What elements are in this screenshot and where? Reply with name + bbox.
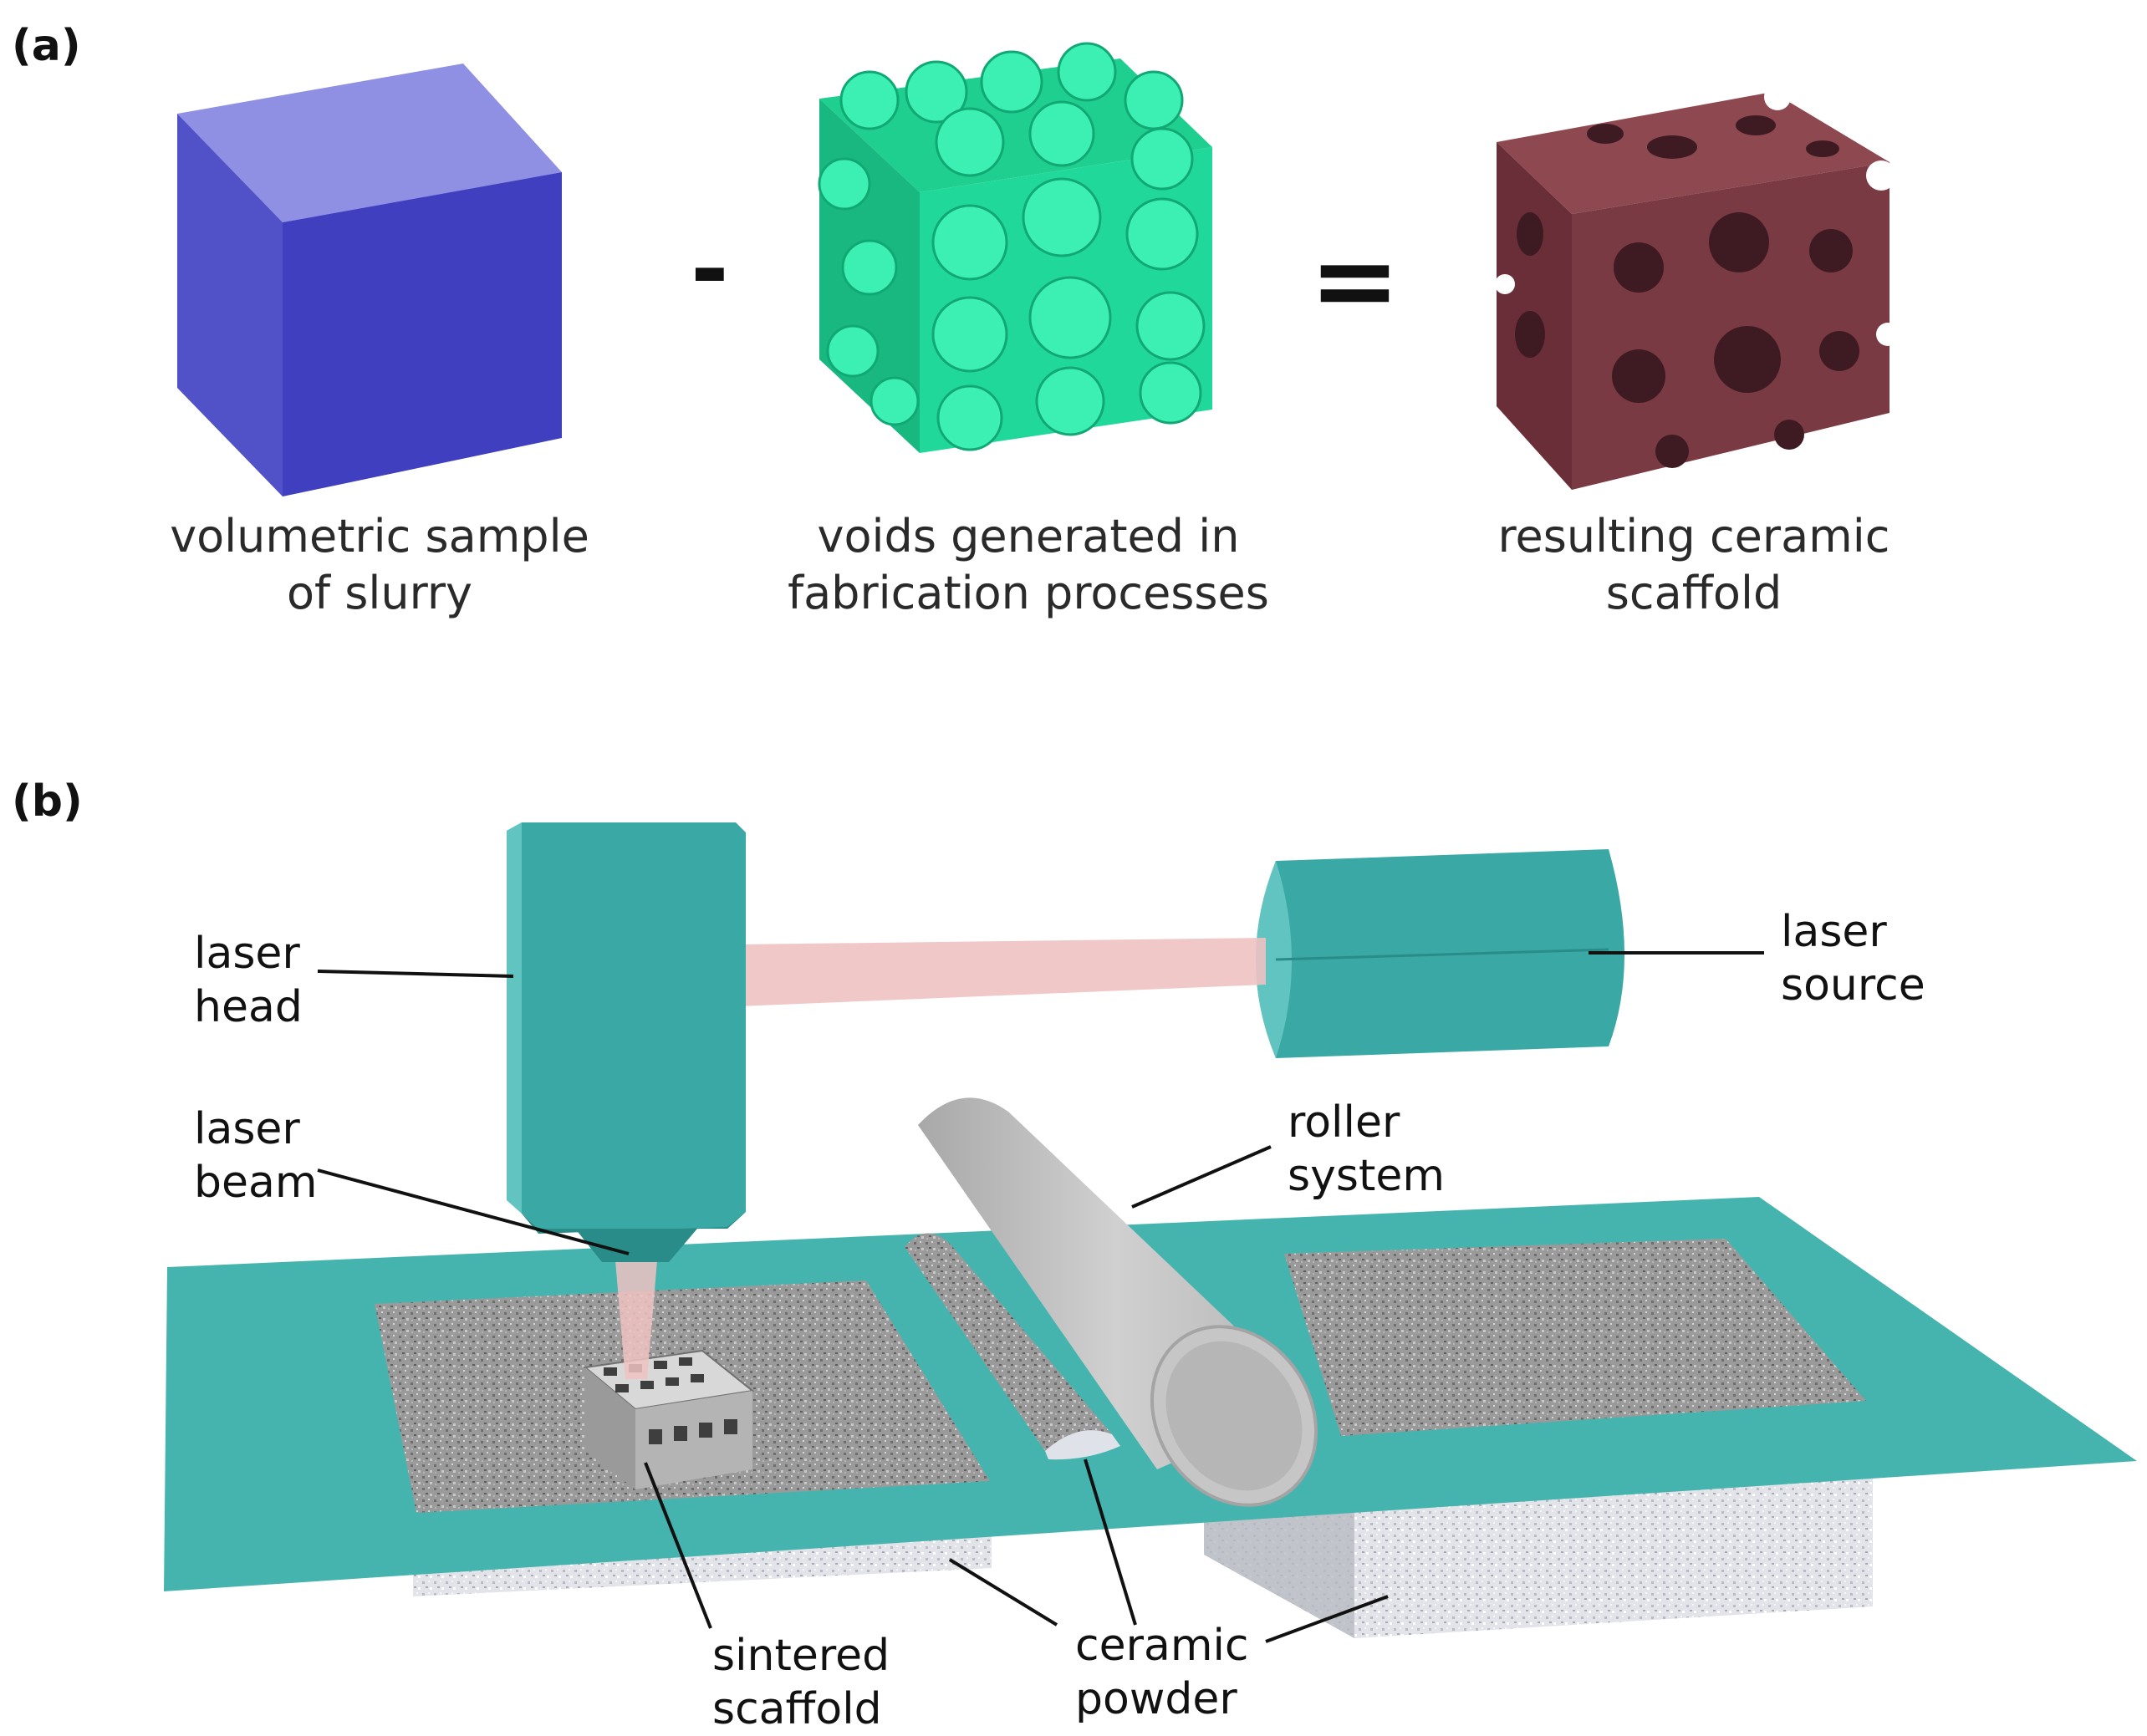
label-laser-source-line1: laser	[1781, 907, 1887, 957]
slurry-cube	[177, 64, 562, 496]
caption-scaffold-line2: scaffold	[1606, 567, 1782, 619]
roller	[918, 1097, 1318, 1507]
laser-source-cylinder	[1256, 849, 1624, 1058]
label-ceramic-powder-line1: ceramic	[1075, 1621, 1249, 1671]
leader-laser-head	[317, 970, 514, 978]
voids-cube	[818, 42, 1212, 453]
leader-sintered-scaffold	[644, 1462, 712, 1629]
scaffold-cube	[1495, 84, 1900, 490]
label-roller-system-line2: system	[1288, 1151, 1445, 1201]
laser-head-block	[507, 822, 746, 1262]
caption-slurry-line2: of slurry	[287, 567, 472, 619]
label-sintered-scaffold-line2: scaffold	[712, 1684, 882, 1734]
label-laser-head-line1: laser	[194, 929, 300, 979]
leader-ceramic-powder-left	[948, 1558, 1058, 1627]
label-laser-beam-line1: laser	[194, 1104, 300, 1154]
laser-beam-cone	[615, 1260, 657, 1379]
leader-laser-beam	[317, 1168, 630, 1255]
panel-a-label: (a)	[12, 21, 81, 71]
caption-voids-line2: fabrication processes	[788, 567, 1269, 619]
leader-roller-system	[1131, 1145, 1272, 1209]
powder-bed-right-top	[1284, 1239, 1866, 1436]
caption-scaffold-line1: resulting ceramic	[1498, 510, 1890, 563]
label-sintered-scaffold-line1: sintered	[712, 1631, 890, 1681]
equals-sign: =	[1309, 216, 1400, 344]
label-ceramic-powder-line2: powder	[1075, 1674, 1237, 1724]
caption-voids-line1: voids generated in	[818, 510, 1240, 563]
sintered-scaffold	[583, 1349, 755, 1489]
caption-slurry-line1: volumetric sample	[170, 510, 589, 563]
minus-sign: -	[691, 216, 729, 323]
powder-ridge	[905, 1233, 1120, 1460]
leader-ceramic-powder-right	[1265, 1595, 1389, 1643]
label-laser-beam-line2: beam	[194, 1158, 318, 1208]
label-roller-system-line1: roller	[1288, 1097, 1400, 1148]
laser-beam-horizontal	[739, 938, 1266, 1006]
label-laser-source-line2: source	[1781, 960, 1925, 1011]
label-laser-head-line2: head	[194, 982, 303, 1032]
panel-b-label: (b)	[12, 776, 83, 827]
leader-ceramic-powder-mid	[1084, 1459, 1137, 1626]
